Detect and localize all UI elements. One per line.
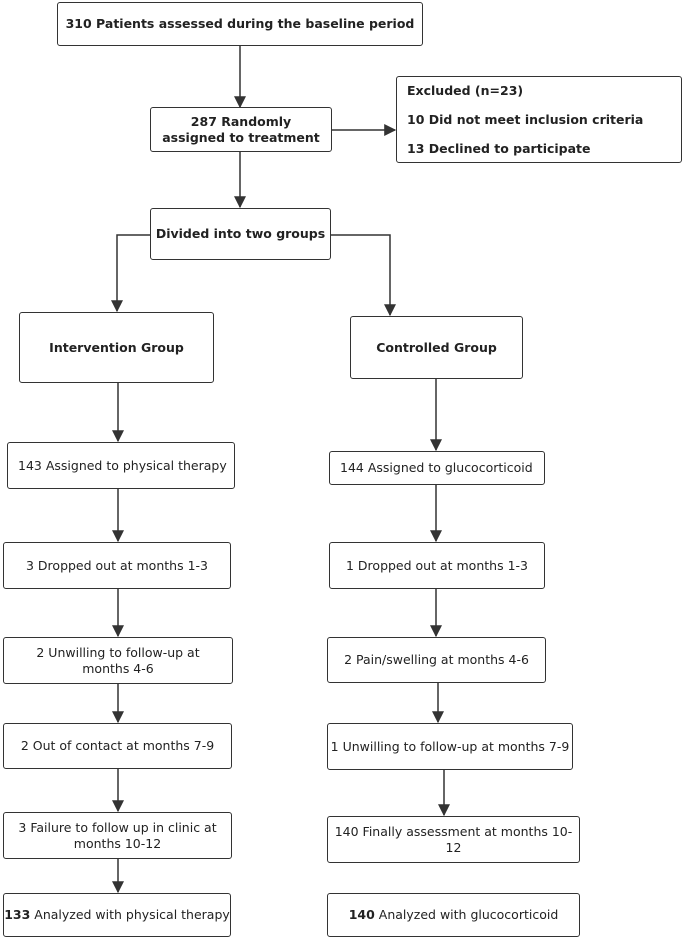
baseline-box: 310 Patients assessed during the baselin… [57, 2, 423, 46]
control-step4-text: 140 Finally assessment at months 10-12 [334, 823, 573, 855]
intervention-assigned-text: 143 Assigned to physical therapy [18, 457, 227, 473]
intervention-step2-text: 2 Unwilling to follow-up at months 4-6 [36, 644, 200, 676]
control-step1-text: 1 Dropped out at months 1-3 [346, 557, 528, 573]
divided-box: Divided into two groups [150, 208, 331, 260]
excluded-reason-2: 13 Declined to participate [407, 141, 591, 156]
arrow-divided-to-intervention [111, 234, 150, 313]
control-assigned-text: 144 Assigned to glucocorticoid [340, 460, 533, 475]
baseline-text: 310 Patients assessed during the baselin… [65, 16, 415, 31]
intervention-group-label: Intervention Group [49, 339, 184, 355]
intervention-step3-box: 2 Out of contact at months 7-9 [3, 723, 232, 769]
intervention-step4-box: 3 Failure to follow up in clinic at mont… [3, 812, 232, 859]
control-step3-box: 1 Unwilling to follow-up at months 7-9 [327, 723, 573, 770]
control-group-label: Controlled Group [376, 339, 497, 355]
control-step3-text: 1 Unwilling to follow-up at months 7-9 [330, 738, 570, 754]
control-step2-box: 2 Pain/swelling at months 4-6 [327, 637, 546, 683]
intervention-step1-text: 3 Dropped out at months 1-3 [26, 557, 208, 573]
control-analyzed-count: 140 [348, 907, 375, 922]
control-step4-box: 140 Finally assessment at months 10-12 [327, 816, 580, 863]
intervention-analyzed-box: 133 Analyzed with physical therapy [3, 893, 231, 937]
intervention-step2-box: 2 Unwilling to follow-up at months 4-6 [3, 637, 233, 684]
control-analyzed-box: 140 Analyzed with glucocorticoid [327, 893, 580, 937]
intervention-step1-box: 3 Dropped out at months 1-3 [3, 542, 231, 589]
control-step2-text: 2 Pain/swelling at months 4-6 [344, 652, 529, 667]
excluded-title: Excluded (n=23) [407, 83, 524, 98]
excluded-reason-1: 10 Did not meet inclusion criteria [407, 112, 644, 127]
control-group-box: Controlled Group [350, 316, 523, 379]
intervention-step3-text: 2 Out of contact at months 7-9 [20, 738, 215, 753]
control-assigned-box: 144 Assigned to glucocorticoid [329, 451, 545, 485]
intervention-analyzed-line: 133 Analyzed with physical therapy [4, 907, 230, 923]
intervention-assigned-box: 143 Assigned to physical therapy [7, 442, 235, 489]
control-analyzed-label: Analyzed with glucocorticoid [378, 907, 559, 922]
excluded-box: Excluded (n=23) 10 Did not meet inclusio… [396, 76, 682, 163]
control-analyzed-line: 140 Analyzed with glucocorticoid [349, 907, 559, 923]
intervention-step4-text: 3 Failure to follow up in clinic at mont… [18, 819, 217, 851]
randomized-box: 287 Randomly assigned to treatment [150, 107, 332, 152]
intervention-group-box: Intervention Group [19, 312, 214, 383]
control-step1-box: 1 Dropped out at months 1-3 [329, 542, 545, 589]
intervention-analyzed-label: Analyzed with physical therapy [34, 907, 230, 922]
randomized-text: 287 Randomly assigned to treatment [162, 113, 320, 145]
intervention-analyzed-count: 133 [4, 907, 31, 922]
arrow-divided-to-control [331, 234, 396, 317]
divided-text: Divided into two groups [155, 226, 326, 241]
